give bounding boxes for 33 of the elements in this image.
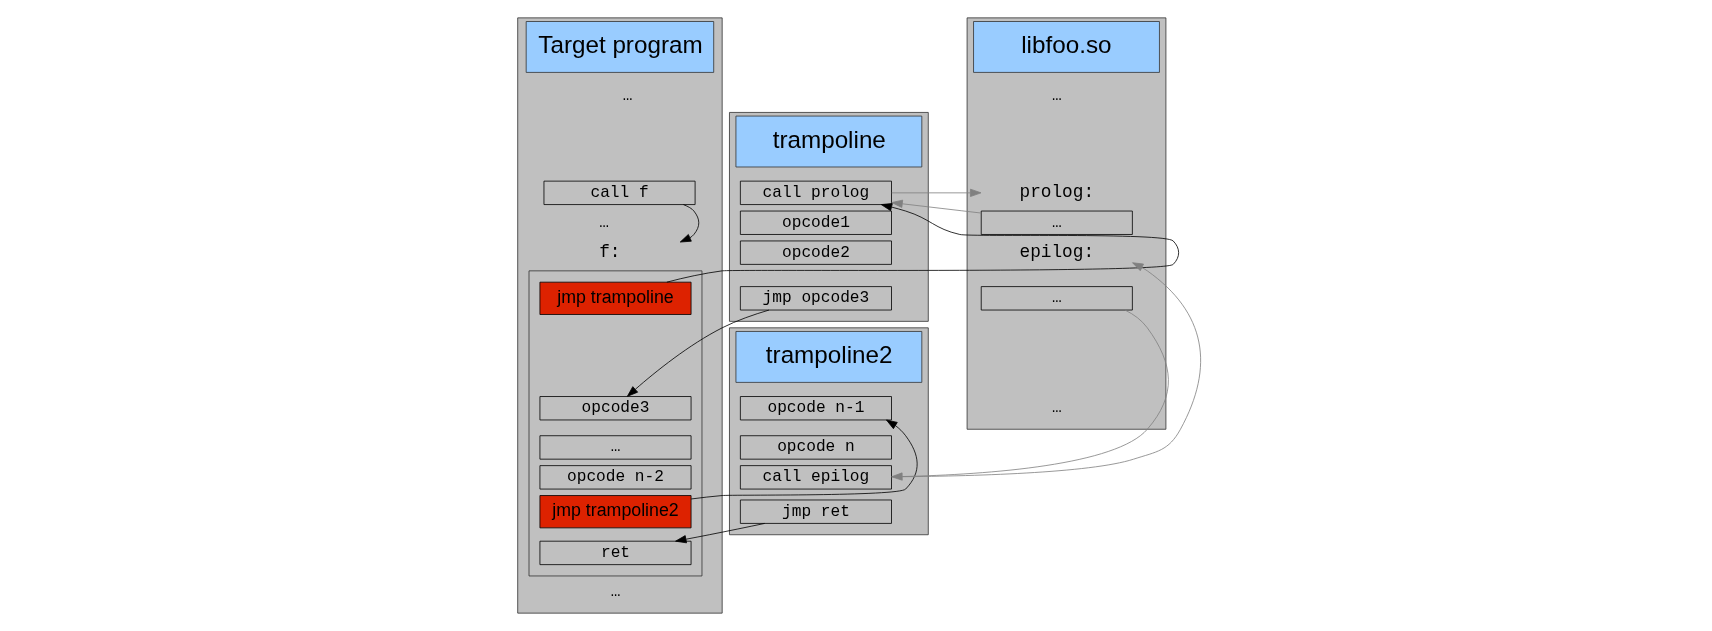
node-box: opcode n-2 (539, 465, 692, 490)
cluster (528, 270, 703, 577)
node-box: opcode n-1 (739, 396, 892, 421)
arrow (690, 419, 918, 500)
arrow (891, 188, 982, 197)
node-box: jmp trampoline (539, 281, 692, 315)
node-box: opcode1 (739, 210, 892, 235)
label: … (1051, 87, 1062, 106)
node-text: prolog: (1019, 182, 1095, 203)
node-box: call epilog (739, 465, 892, 490)
label: … (1051, 399, 1062, 418)
arrow (675, 523, 766, 544)
label: … (610, 583, 621, 602)
node-box: opcode n (739, 435, 892, 460)
node-box: … (539, 435, 692, 460)
label: … (599, 213, 610, 232)
arrow (891, 199, 982, 214)
node-text: f: (599, 242, 621, 263)
arrow (679, 204, 700, 243)
node-box: jmp opcode3 (739, 286, 892, 311)
node-box: opcode3 (539, 396, 692, 421)
node-text: epilog: (1019, 242, 1095, 263)
node-box: ret (539, 540, 692, 566)
node-box: call prolog (739, 180, 892, 205)
node-box: opcode2 (739, 240, 892, 265)
arrow (891, 309, 1169, 481)
node-box: … (980, 286, 1133, 311)
node-box: jmp ret (739, 499, 892, 524)
label: … (622, 87, 633, 106)
node-box: … (980, 210, 1133, 235)
node-box: jmp trampoline2 (539, 495, 692, 529)
arrow (666, 203, 1180, 283)
node-box: call f (543, 180, 696, 205)
